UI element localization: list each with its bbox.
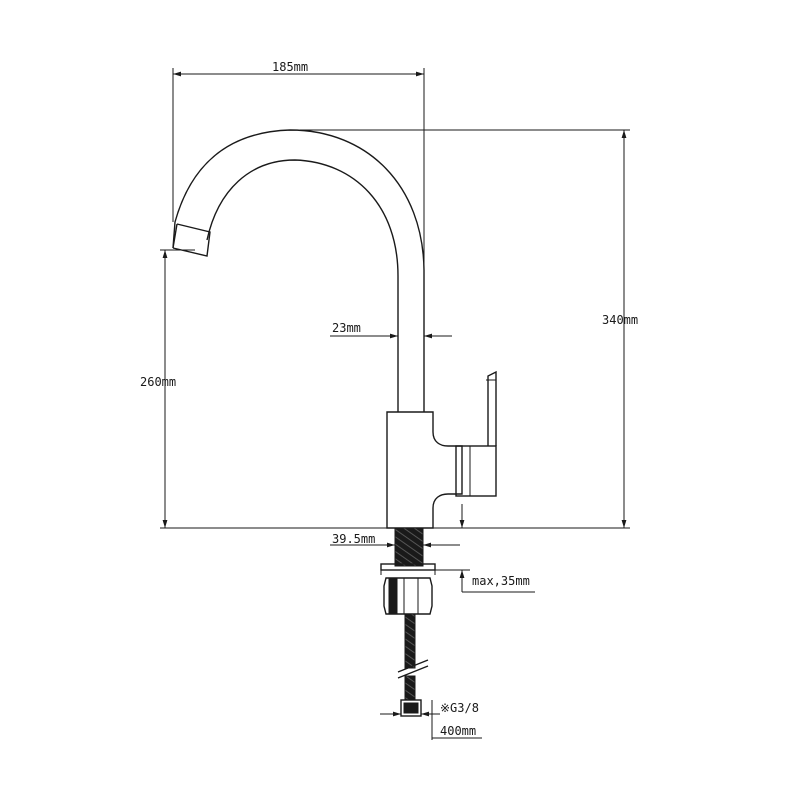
dimension-lines [160, 68, 630, 740]
threaded-shank [394, 527, 424, 567]
supply-hose [397, 613, 429, 701]
spout-tip [172, 223, 211, 257]
lever-arm [487, 370, 497, 446]
hose-fitting [400, 699, 422, 717]
faucet-body [386, 411, 463, 529]
label-spout-height: 260mm [140, 375, 176, 389]
dimension-labels: 185mm 340mm 260mm 23mm 39.5mm max,35mm ※… [140, 60, 638, 738]
lever-handle [455, 370, 497, 497]
spout-tip-edge [172, 223, 178, 249]
label-hose-length: 400mm [440, 724, 476, 738]
faucet-outline [172, 129, 497, 717]
lever-hub [455, 445, 497, 497]
label-base-diameter: 39.5mm [332, 532, 375, 546]
label-total-height: 340mm [602, 313, 638, 327]
label-connection-thread: ※G3/8 [440, 701, 479, 715]
spout-outer [172, 129, 425, 412]
spout-inner [206, 159, 399, 412]
label-pipe-diameter: 23mm [332, 321, 361, 335]
label-max-thickness: max,35mm [472, 574, 530, 588]
mounting-washer [380, 563, 436, 571]
label-spout-reach: 185mm [272, 60, 308, 74]
mounting-nut [383, 577, 433, 615]
